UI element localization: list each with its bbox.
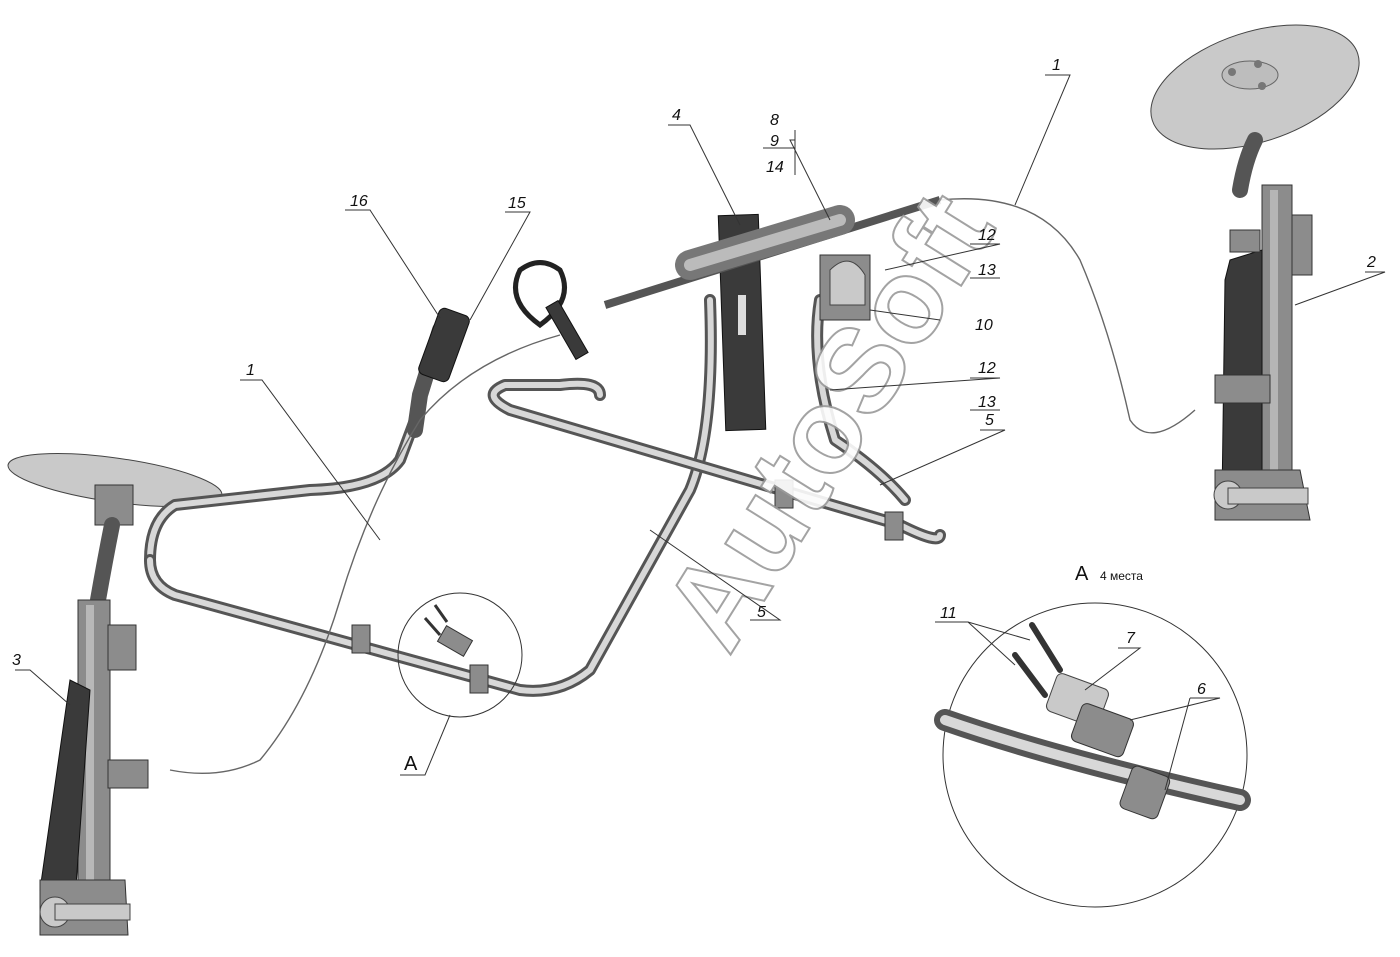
callout-3: 3 [12,652,21,669]
callout-11: 11 [940,605,957,622]
callout-5-bottom: 5 [757,604,766,621]
callout-12-b: 12 [978,360,996,377]
view-a-marker [397,592,523,718]
callout-1-left: 1 [246,362,255,379]
bracket-10 [819,254,871,321]
detail-a-parts [934,622,1251,820]
callout-10: 10 [975,317,993,334]
callout-7: 7 [1126,630,1136,647]
callout-4: 4 [672,107,681,124]
callout-15: 15 [508,195,526,212]
watermark: AutoSoft [637,170,1019,671]
callout-12-a: 12 [978,227,996,244]
left-mirror-assembly [7,453,223,936]
cable-left [169,334,561,774]
callout-2: 2 [1366,254,1376,271]
detail-a-label: A [1075,563,1089,585]
tube-frame-right [487,294,946,545]
callouts: 1 2 1 3 4 8 9 14 12 13 10 12 13 5 5 16 1… [12,57,1376,775]
callout-14: 14 [766,159,784,176]
view-a-label: A [404,753,418,775]
callout-13-a: 13 [978,262,996,279]
callout-8: 8 [770,112,779,129]
detail-a-note: 4 места [1100,569,1143,583]
handle-lever [407,260,589,438]
callout-6: 6 [1197,681,1206,698]
right-mirror-assembly [1150,24,1360,521]
frame-clamps [351,479,904,694]
cable-right [939,198,1196,434]
detail-a-circle [942,602,1248,908]
center-shaft [603,196,942,309]
callout-5-right: 5 [985,412,994,429]
leader-lines [15,74,1386,791]
tube-frame-left [144,294,717,697]
callout-16: 16 [350,193,368,210]
callout-13-b: 13 [978,394,996,411]
callout-1-top: 1 [1052,57,1061,74]
view-a-parts [423,604,474,657]
callout-9: 9 [770,133,779,150]
